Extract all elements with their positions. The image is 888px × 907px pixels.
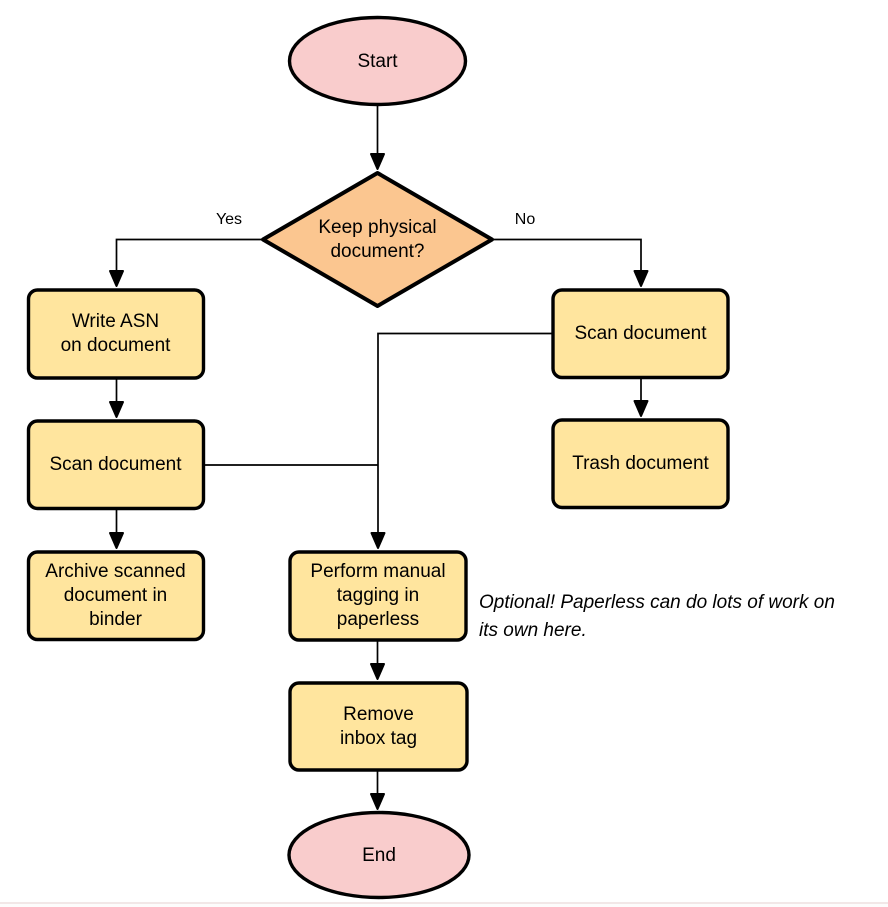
archive-node-shape — [26, 550, 206, 642]
end-node-shape — [287, 810, 471, 900]
remove-inbox-tag-node-shape — [288, 681, 469, 772]
scan-document-right-node-shape — [551, 288, 730, 380]
scan-document-left-node-shape — [26, 419, 206, 511]
edge-decision-yes-to-write-asn — [109, 238, 263, 287]
start-node-shape — [287, 15, 468, 107]
edge-scan-right-to-perform-tagging — [370, 332, 552, 549]
trash-node-shape — [551, 418, 730, 510]
write-asn-node-shape — [26, 288, 206, 380]
decision-node-shape — [261, 171, 494, 308]
bottom-edge-strip — [0, 904, 888, 907]
optional-note: Optional! Paperless can do lots of work … — [479, 592, 835, 641]
bottom-edge-divider — [0, 902, 888, 904]
edge-decision-no-to-scan — [491, 238, 649, 287]
perform-tagging-node-shape — [288, 550, 468, 642]
